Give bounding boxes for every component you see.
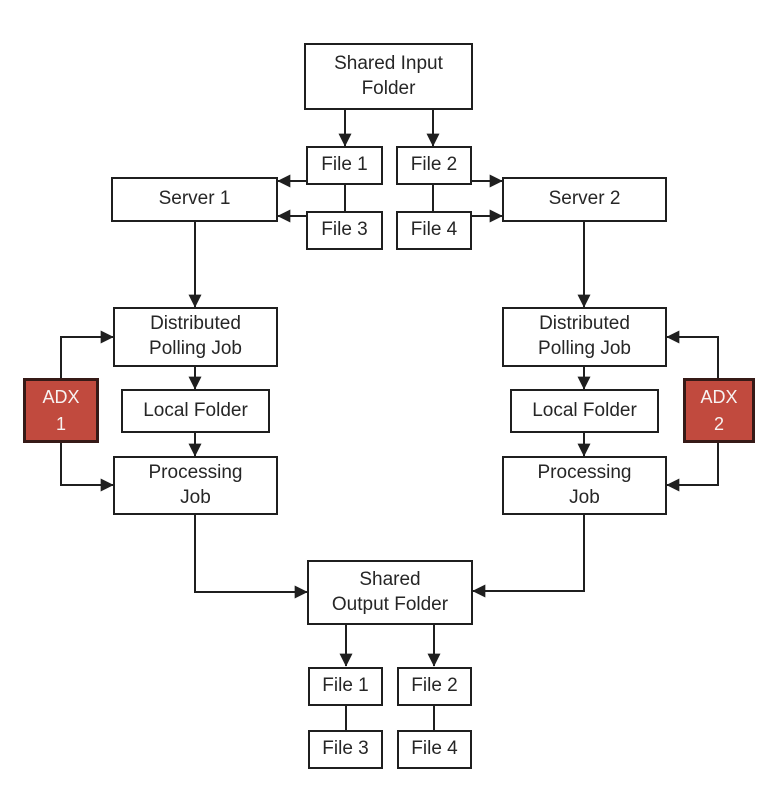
node-distributed-polling-job-left: Distributed Polling Job [113, 307, 278, 367]
edge-adx2-to-polling [666, 330, 719, 378]
node-label: Server 1 [158, 188, 231, 210]
node-shared-output-folder: Shared Output Folder [307, 560, 473, 625]
node-file3-top: File 3 [306, 211, 383, 250]
node-label: Processing Job [148, 461, 243, 508]
node-local-folder-left: Local Folder [121, 389, 270, 433]
node-processing-job-right: Processing Job [502, 456, 667, 515]
node-label: File 4 [410, 219, 458, 241]
node-label: Distributed Polling Job [149, 313, 242, 359]
node-label: Server 2 [548, 188, 621, 210]
node-file1-bottom: File 1 [308, 667, 383, 706]
node-file3-bottom: File 3 [308, 730, 383, 769]
node-file4-top: File 4 [396, 211, 472, 250]
node-label: Shared Input Folder [334, 52, 443, 99]
node-label: ADX 2 [700, 386, 738, 434]
node-label: Local Folder [532, 399, 637, 421]
node-server1: Server 1 [111, 177, 278, 222]
node-server2: Server 2 [502, 177, 667, 222]
node-label: File 2 [411, 675, 458, 697]
node-label: File 1 [322, 675, 369, 697]
node-label: Distributed Polling Job [538, 313, 631, 359]
node-adx1: ADX 1 [23, 378, 99, 443]
edge-processing-left-to-output-folder [194, 515, 308, 599]
node-local-folder-right: Local Folder [510, 389, 659, 433]
node-label: File 4 [411, 738, 458, 760]
node-file2-top: File 2 [396, 146, 472, 185]
node-processing-job-left: Processing Job [113, 456, 278, 515]
node-adx2: ADX 2 [683, 378, 755, 443]
node-file1-top: File 1 [306, 146, 383, 185]
node-shared-input-folder: Shared Input Folder [304, 43, 473, 110]
node-file4-bottom: File 4 [397, 730, 472, 769]
node-label: Local Folder [143, 399, 248, 421]
node-label: Processing Job [537, 461, 632, 508]
node-label: File 1 [321, 154, 368, 176]
node-label: File 3 [321, 219, 368, 241]
node-label: File 2 [410, 154, 458, 176]
node-label: Shared Output Folder [331, 568, 449, 615]
node-label: File 3 [322, 738, 369, 760]
edge-adx1-to-processing [60, 443, 114, 492]
node-file2-bottom: File 2 [397, 667, 472, 706]
edge-adx2-to-processing [666, 443, 719, 492]
node-label: ADX 1 [42, 386, 80, 434]
edge-processing-right-to-output-folder [472, 515, 585, 598]
edge-adx1-to-polling [60, 330, 114, 378]
node-distributed-polling-job-right: Distributed Polling Job [502, 307, 667, 367]
